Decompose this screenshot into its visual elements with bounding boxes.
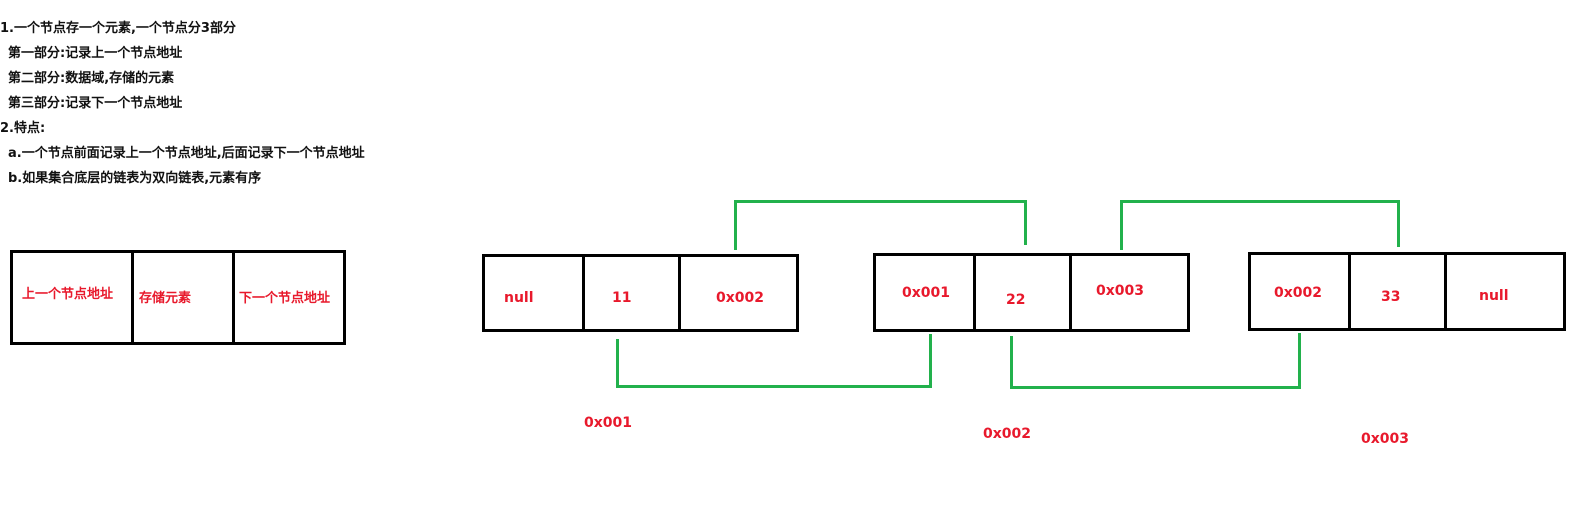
note-line-2: 第一部分:记录上一个节点地址 bbox=[8, 46, 183, 61]
node-3-divider-2 bbox=[1444, 255, 1447, 328]
legend-data-label: 存储元素 bbox=[139, 291, 192, 306]
link-node2-prev-bottom bbox=[616, 385, 932, 388]
node-2-next: 0x003 bbox=[1096, 283, 1144, 299]
link-node2-next-top bbox=[1120, 200, 1400, 203]
link-node3-prev-left bbox=[1010, 336, 1013, 389]
note-line-4: 第三部分:记录下一个节点地址 bbox=[8, 96, 183, 111]
node-1-divider-1 bbox=[582, 257, 585, 329]
legend-divider-2 bbox=[232, 253, 235, 342]
legend-prev-label: 上一个节点地址 bbox=[22, 287, 114, 302]
node-3-next: null bbox=[1479, 288, 1509, 304]
link-node2-next-right bbox=[1397, 200, 1400, 247]
legend-next-label: 下一个节点地址 bbox=[239, 291, 331, 306]
link-node2-next-left bbox=[1120, 200, 1123, 250]
link-node1-next-right bbox=[1024, 200, 1027, 245]
node-1-address: 0x001 bbox=[584, 415, 632, 431]
node-1-value: 11 bbox=[612, 290, 632, 306]
link-node2-prev-right bbox=[929, 334, 932, 388]
node-2-address: 0x002 bbox=[983, 426, 1031, 442]
node-3-divider-1 bbox=[1348, 255, 1351, 328]
node-3-value: 33 bbox=[1381, 289, 1401, 305]
node-2-divider-1 bbox=[973, 256, 976, 329]
note-line-6: a.一个节点前面记录上一个节点地址,后面记录下一个节点地址 bbox=[8, 146, 365, 161]
node-2-value: 22 bbox=[1006, 292, 1026, 308]
list-node-2: 0x001 22 0x003 bbox=[873, 253, 1190, 332]
node-1-prev: null bbox=[504, 290, 534, 306]
note-line-1: 1.一个节点存一个元素,一个节点分3部分 bbox=[0, 21, 236, 36]
link-node1-next-top bbox=[734, 200, 1027, 203]
node-3-address: 0x003 bbox=[1361, 431, 1409, 447]
note-line-3: 第二部分:数据域,存储的元素 bbox=[8, 71, 175, 86]
node-1-divider-2 bbox=[678, 257, 681, 329]
note-line-5: 2.特点: bbox=[0, 121, 46, 136]
node-2-prev: 0x001 bbox=[902, 285, 950, 301]
legend-node: 上一个节点地址 存储元素 下一个节点地址 bbox=[10, 250, 346, 345]
node-1-next: 0x002 bbox=[716, 290, 764, 306]
note-line-7: b.如果集合底层的链表为双向链表,元素有序 bbox=[8, 171, 262, 186]
link-node3-prev-right bbox=[1298, 333, 1301, 389]
list-node-3: 0x002 33 null bbox=[1248, 252, 1566, 331]
legend-divider-1 bbox=[131, 253, 134, 342]
link-node1-next-left bbox=[734, 200, 737, 250]
node-3-prev: 0x002 bbox=[1274, 285, 1322, 301]
link-node2-prev-left bbox=[616, 339, 619, 388]
list-node-1: null 11 0x002 bbox=[482, 254, 799, 332]
link-node3-prev-bottom bbox=[1010, 386, 1301, 389]
node-2-divider-2 bbox=[1069, 256, 1072, 329]
